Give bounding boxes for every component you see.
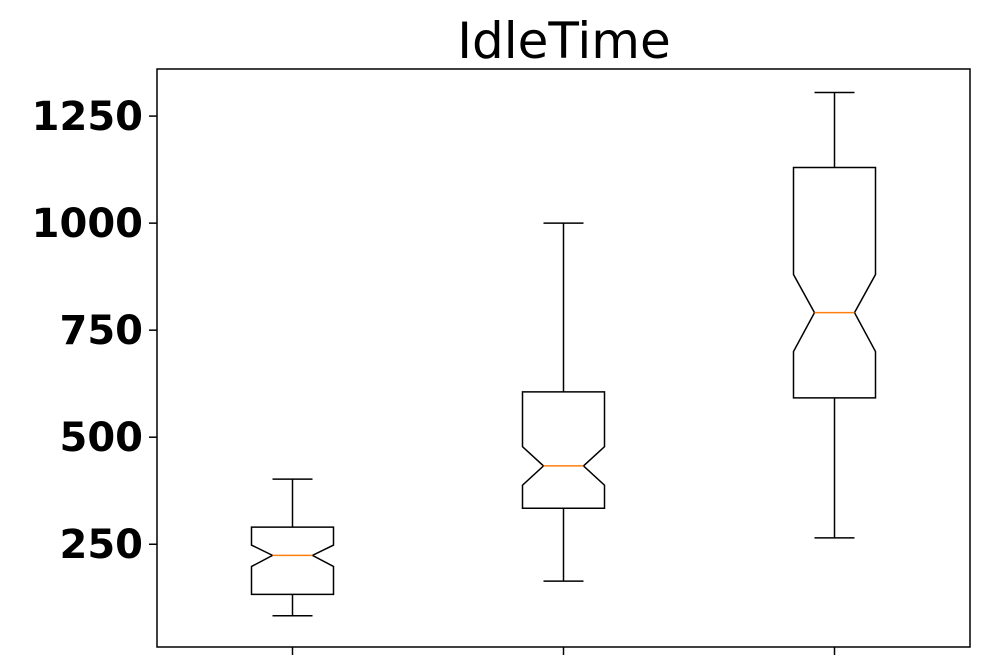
- y-tick-label: 1250: [32, 94, 143, 140]
- y-tick-label: 250: [60, 522, 144, 568]
- box-1: [250, 478, 335, 617]
- y-tick-label: 500: [60, 415, 144, 461]
- box-series: [250, 91, 877, 617]
- chart-title: IdleTime: [457, 12, 671, 70]
- x-axis: [291, 647, 836, 655]
- y-axis: 250 500 750 1000 1250: [32, 94, 157, 568]
- notched-box: [792, 166, 877, 399]
- notched-box: [250, 526, 335, 596]
- box-3: [792, 91, 877, 539]
- box-2: [521, 222, 606, 582]
- notched-box: [521, 391, 606, 510]
- y-tick-label: 750: [60, 308, 144, 354]
- y-tick-label: 1000: [32, 201, 143, 247]
